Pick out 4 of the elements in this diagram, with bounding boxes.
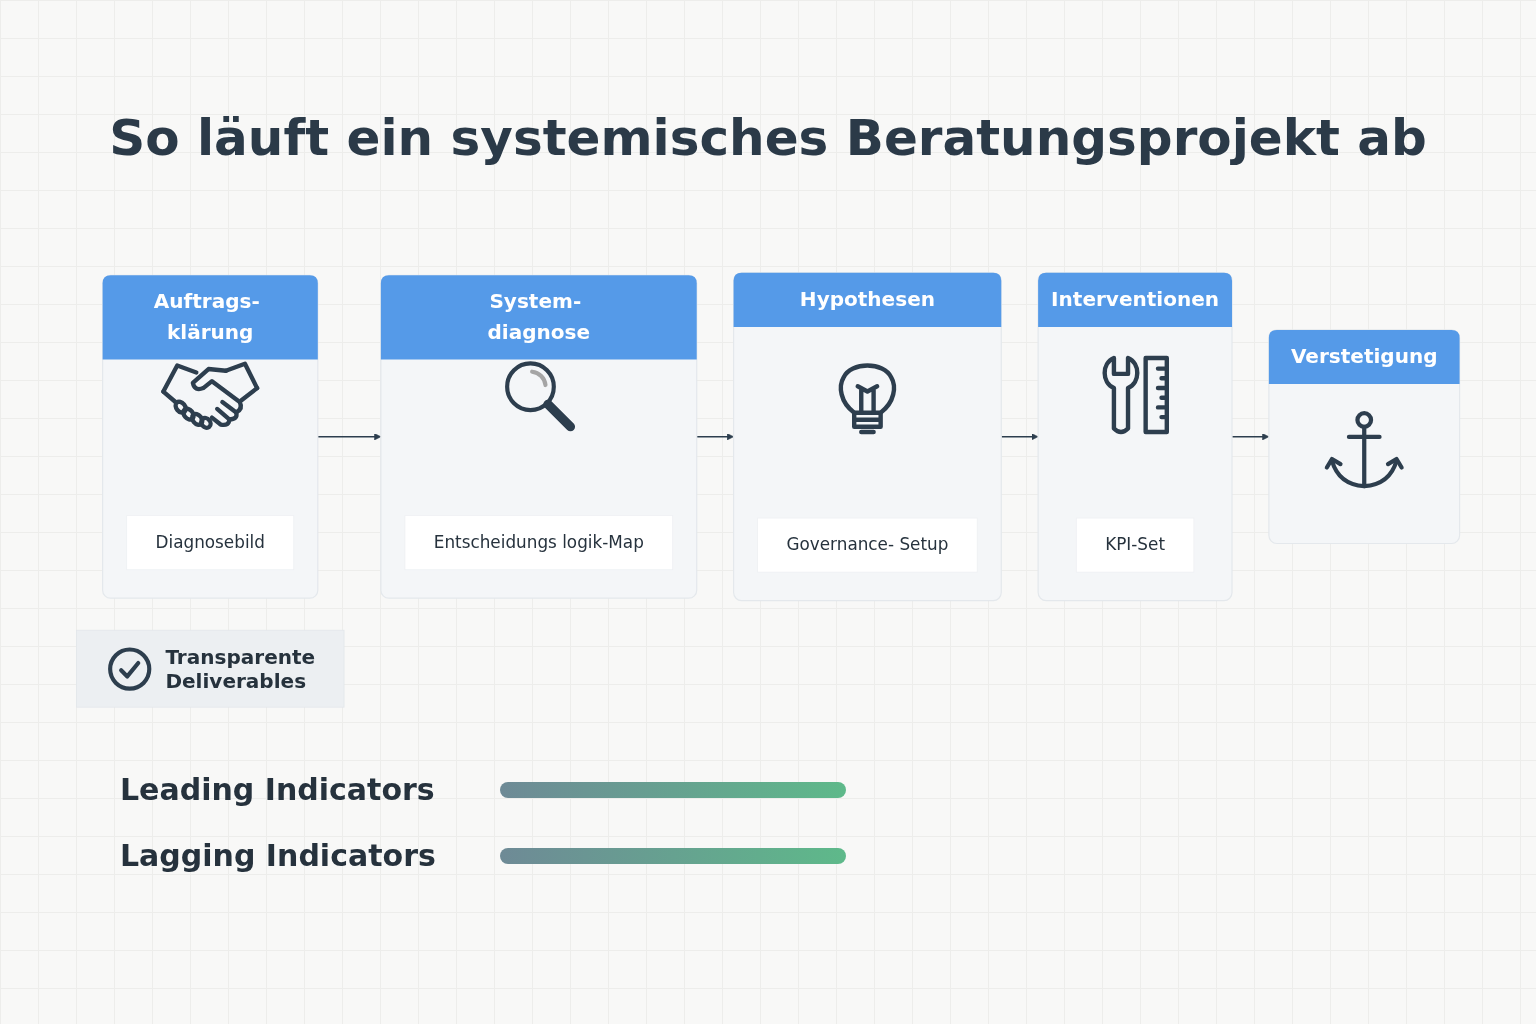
legend-item: Lagging Indicators <box>120 838 846 874</box>
title: So läuft ein systemisches Beratungsprojekt ab <box>109 108 1427 168</box>
node-box: Transparente Deliverables <box>76 629 345 708</box>
legend-item: Leading Indicators <box>120 772 846 808</box>
